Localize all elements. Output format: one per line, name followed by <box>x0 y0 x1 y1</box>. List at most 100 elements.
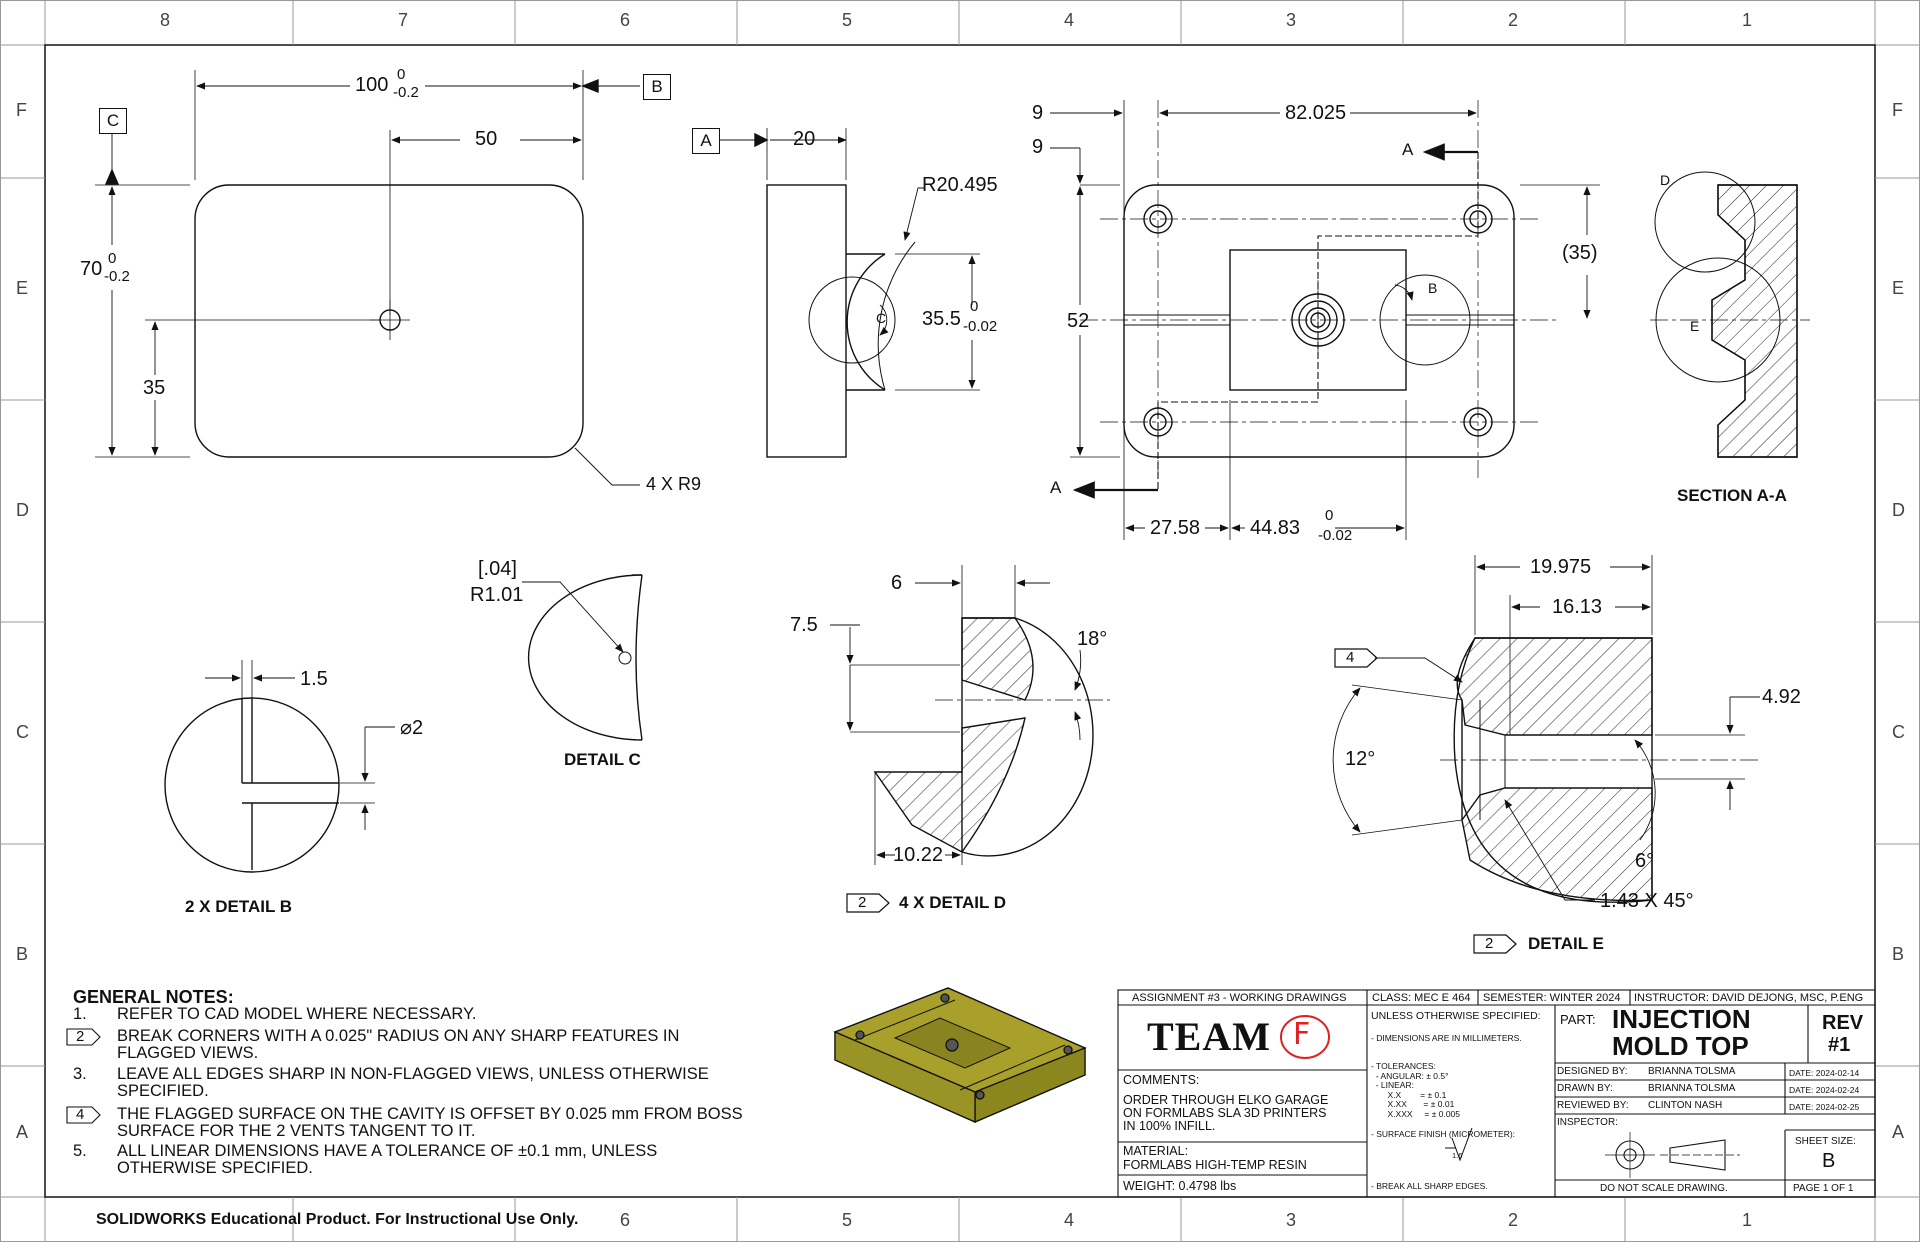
tb-comments: ORDER THROUGH ELKO GARAGE ON FORMLABS SL… <box>1123 1093 1329 1133</box>
zone-col-label: 8 <box>160 10 171 30</box>
dim-cavity-width: 44.83 <box>1250 517 1301 539</box>
dim-hole: 35.5 <box>922 308 961 330</box>
detail-e-flag: 2 <box>1473 934 1518 954</box>
isometric-model <box>833 987 1087 1123</box>
dim-height: 70 <box>80 258 103 280</box>
zone-col-label: 4 <box>1064 1210 1075 1230</box>
tb-weight: WEIGHT: 0.4798 lbs <box>1123 1179 1237 1193</box>
tb-break-edges: - BREAK ALL SHARP EDGES. <box>1371 1181 1488 1191</box>
title-block-grid <box>1117 989 1876 1198</box>
detail-d-flag: 2 <box>846 893 890 913</box>
dim-e-angle1: 12° <box>1345 748 1376 770</box>
dim-offset-x: 9 <box>1032 102 1044 124</box>
dim-offset-y: 9 <box>1032 136 1044 158</box>
zone-row-label: B <box>16 944 29 964</box>
drawing-border <box>44 44 1876 1198</box>
tb-dims: - DIMENSIONS ARE IN MILLIMETERS. <box>1371 1033 1522 1043</box>
notes-title: GENERAL NOTES: <box>73 987 234 1007</box>
dim-plan-height: 52 <box>1067 310 1090 332</box>
tb-tolerances: - TOLERANCES: - ANGULAR: ± 0.5° - LINEAR… <box>1371 1061 1461 1119</box>
plan-view <box>1050 100 1600 540</box>
dim-height-tol-upper: 0 <box>108 250 117 267</box>
zone-row-label: D <box>16 500 29 520</box>
dim-e-angle2: 6° <box>1635 850 1655 872</box>
tb-assignment: ASSIGNMENT #3 - WORKING DRAWINGS <box>1132 992 1347 1004</box>
note-number: 3. <box>73 1065 87 1083</box>
zone-row-label: F <box>1892 100 1903 120</box>
tb-drawn-by-label: DRAWN BY: <box>1557 1083 1613 1094</box>
section-arrow-label-bottom: A <box>1050 478 1062 497</box>
datum-a: A <box>692 128 720 154</box>
tb-reviewed-by: CLINTON NASH <box>1648 1100 1723 1111</box>
tb-reviewed-date: DATE: 2024-02-25 <box>1789 1102 1860 1112</box>
zone-col-label: 6 <box>620 10 631 30</box>
dim-height-tol-lower: -0.2 <box>104 268 130 285</box>
dim-width: 100 <box>355 74 389 96</box>
zone-col-label: 5 <box>842 10 853 30</box>
note-number: 5. <box>73 1142 87 1160</box>
dim-thickness: 20 <box>793 128 816 150</box>
dim-cavity-tol-lower: -0.02 <box>1318 527 1353 544</box>
tb-comments-label: COMMENTS: <box>1123 1073 1200 1087</box>
dim-corner-radius: 4 X R9 <box>646 474 702 494</box>
zone-row-label: E <box>1892 278 1905 298</box>
zone-col-label: 1 <box>1742 10 1753 30</box>
detail-c-title: DETAIL C <box>564 750 641 769</box>
dim-e-chamfer: 1.43 X 45° <box>1600 890 1694 912</box>
dim-width-tol-upper: 0 <box>397 66 406 83</box>
detail-b-ref: B <box>1428 280 1438 296</box>
flag-number: 4 <box>76 1106 85 1123</box>
dim-hole-tol-lower: -0.02 <box>963 318 998 335</box>
zone-col-label: 5 <box>842 1210 853 1230</box>
tb-rev-label: REV <box>1822 1012 1864 1034</box>
zone-row-label: A <box>16 1122 29 1142</box>
tb-reviewed-by-label: REVIEWED BY: <box>1557 1100 1629 1111</box>
zone-col-label: 3 <box>1286 1210 1297 1230</box>
detail-d-view <box>830 565 1110 865</box>
section-title: SECTION A-A <box>1677 486 1787 505</box>
zone-row-label: C <box>1892 722 1905 742</box>
note-flag: 4 <box>66 1106 106 1124</box>
surface-flag: 4 <box>1334 648 1379 668</box>
detail-d-title: 4 X DETAIL D <box>899 893 1007 912</box>
tb-finish: - SURFACE FINISH (MICROMETER): <box>1371 1129 1516 1139</box>
section-view <box>1650 171 1810 458</box>
zone-col-label: 4 <box>1064 10 1075 30</box>
dim-c-radius: R1.01 <box>470 584 524 606</box>
tb-finish-value: 1.6 <box>1452 1151 1463 1160</box>
tb-drawn-date: DATE: 2024-02-24 <box>1789 1085 1860 1095</box>
zone-col-label: 2 <box>1508 10 1519 30</box>
detail-c-view <box>522 574 643 741</box>
dim-hole-tol-upper: 0 <box>970 298 979 315</box>
dim-d-width: 6 <box>891 572 903 594</box>
dim-c-ref: [.04] <box>478 558 517 580</box>
dim-d-length: 10.22 <box>893 844 944 866</box>
datum-b: B <box>643 74 671 100</box>
zone-row-label: D <box>1892 500 1905 520</box>
dim-e-d3: 4.92 <box>1762 686 1801 708</box>
tb-drawn-by: BRIANNA TOLSMA <box>1648 1083 1736 1094</box>
zone-col-label: 3 <box>1286 10 1297 30</box>
tb-designed-by: BRIANNA TOLSMA <box>1648 1066 1736 1077</box>
dim-e-d1: 19.975 <box>1530 556 1592 578</box>
tb-do-not-scale: DO NOT SCALE DRAWING. <box>1600 1183 1728 1194</box>
dim-hole-spacing: 82.025 <box>1285 102 1347 124</box>
footer-watermark: SOLIDWORKS Educational Product. For Inst… <box>96 1211 579 1228</box>
dim-half-height: 35 <box>143 377 166 399</box>
flag-number: 2 <box>76 1028 85 1045</box>
note-text: ALL LINEAR DIMENSIONS HAVE A TOLERANCE O… <box>117 1142 658 1177</box>
tb-unless: UNLESS OTHERWISE SPECIFIED: <box>1371 1010 1541 1022</box>
detail-b-title: 2 X DETAIL B <box>185 897 293 916</box>
dim-pos-x: 27.58 <box>1150 517 1201 539</box>
datum-c: C <box>99 108 127 134</box>
detail-d-ref: D <box>1660 172 1671 188</box>
flag-number: 4 <box>1346 649 1355 666</box>
tb-page: PAGE 1 OF 1 <box>1793 1183 1854 1194</box>
dim-half-width: 50 <box>475 128 498 150</box>
dim-d-angle: 18° <box>1077 628 1108 650</box>
detail-c-ref: C <box>876 310 887 326</box>
tb-material-label: MATERIAL: <box>1123 1144 1189 1158</box>
